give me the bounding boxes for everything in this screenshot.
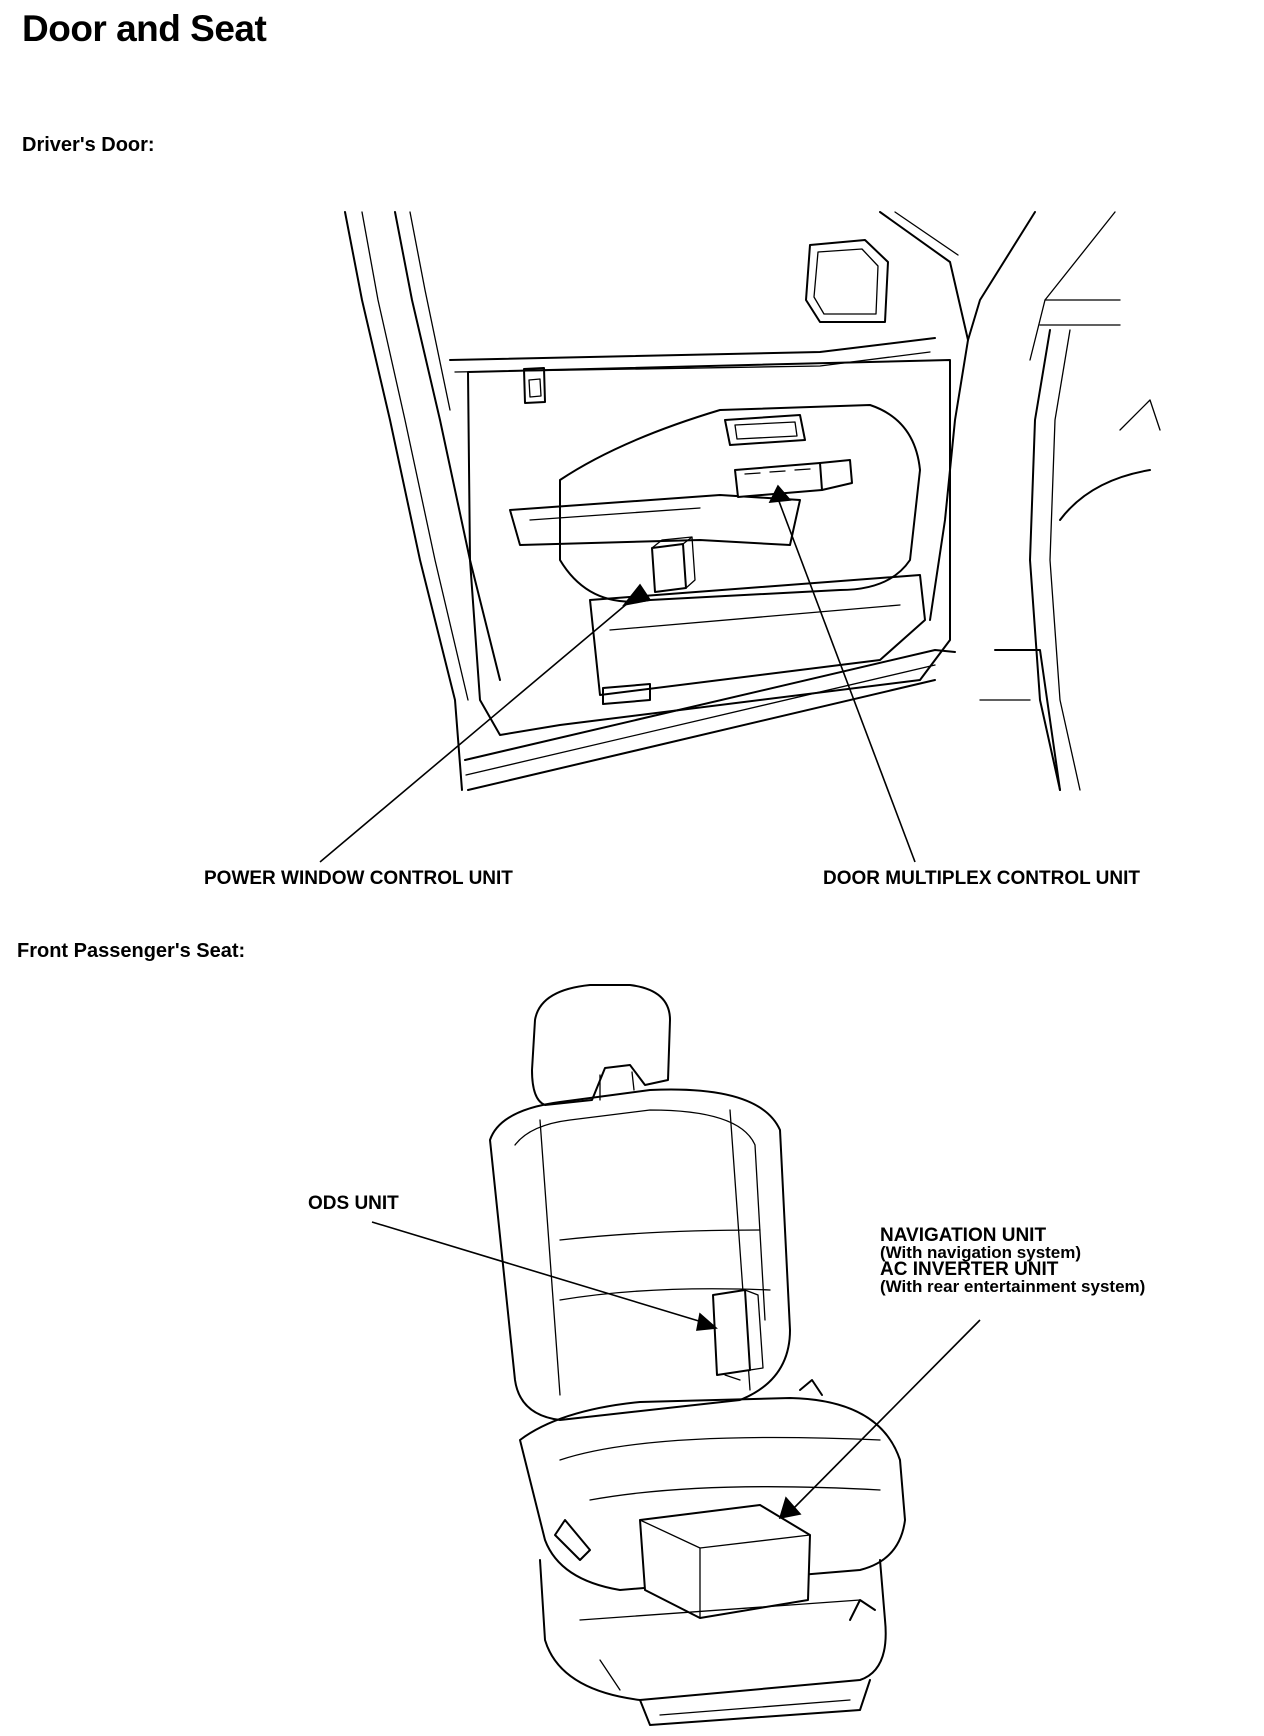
ods-unit-label: ODS UNIT: [308, 1193, 399, 1214]
door-multiplex-control-unit-label: DOOR MULTIPLEX CONTROL UNIT: [823, 868, 1141, 889]
front-passenger-seat-heading: Front Passenger's Seat:: [17, 940, 246, 962]
driver-door-illustration: [319, 211, 1161, 863]
navigation-ac-inverter-label-block: NAVIGATION UNIT (With navigation system)…: [880, 1225, 1146, 1296]
page-title: Door and Seat: [22, 8, 267, 49]
drivers-door-heading: Driver's Door:: [22, 134, 155, 156]
power-window-control-unit-label: POWER WINDOW CONTROL UNIT: [204, 868, 513, 889]
passenger-seat-illustration: [371, 984, 981, 1726]
navigation-unit-note: (With navigation system): [880, 1243, 1082, 1262]
navigation-unit-label: NAVIGATION UNIT: [880, 1225, 1047, 1246]
ac-inverter-unit-label: AC INVERTER UNIT: [880, 1259, 1059, 1280]
ac-inverter-unit-note: (With rear entertainment system): [880, 1277, 1146, 1296]
